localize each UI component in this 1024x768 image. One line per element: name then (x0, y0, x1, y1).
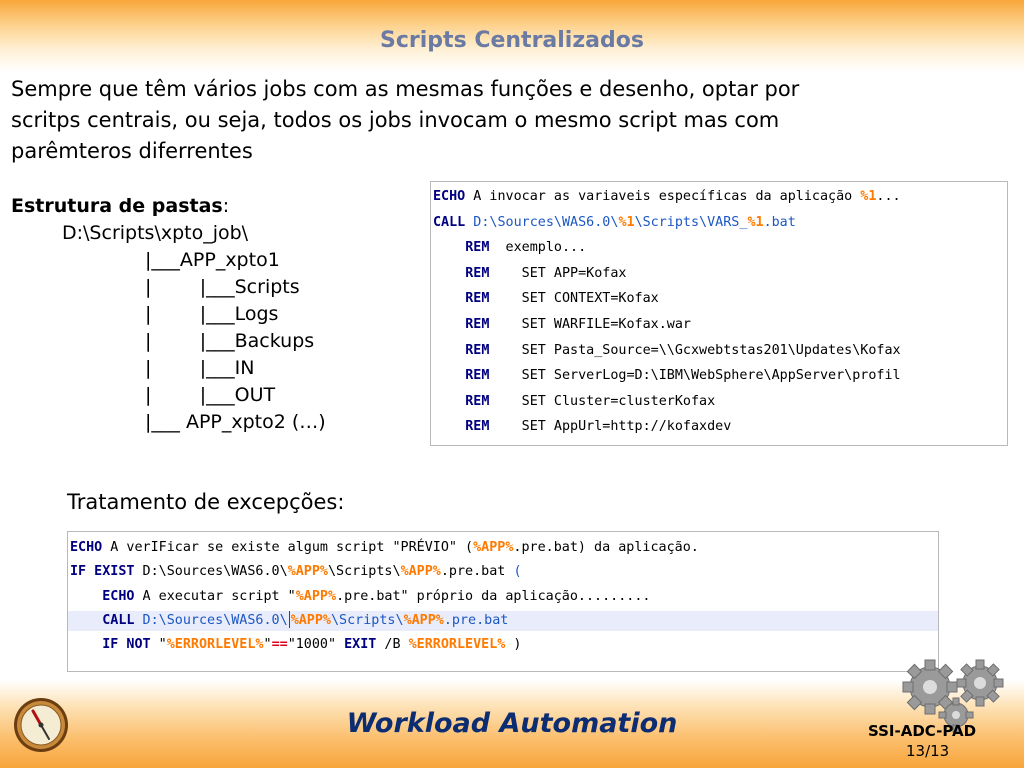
code-token: %1 (860, 189, 877, 204)
code-line: IF EXIST D:\Sources\WAS6.0\%APP%\Scripts… (68, 562, 938, 582)
code-token: ... (876, 189, 901, 204)
tree-line-backups: | |___Backups (145, 330, 315, 352)
code-token: REM (433, 265, 490, 281)
code-snippet-exceptions: ECHO A verIFicar se existe algum script … (67, 531, 939, 672)
code-token: %ERRORLEVEL% (166, 637, 264, 653)
code-token: SET Pasta_Source=\\Gcxwebtstas201\Update… (489, 342, 901, 358)
code-token: REM (433, 317, 490, 332)
code-line: ECHO A verIFicar se existe algum script … (68, 538, 938, 558)
tree-line-out: | |___OUT (145, 384, 276, 406)
code-token: REM (433, 368, 490, 384)
code-token: \Scripts\ (328, 564, 401, 580)
code-token: "1000" (287, 637, 345, 653)
code-token: ) (505, 637, 522, 653)
code-line: ECHO A executar script "%APP%.pre.bat" p… (68, 587, 938, 607)
code-token: ECHO (70, 540, 103, 555)
code-token: SET APP=Kofax (489, 265, 627, 281)
folder-structure-heading: Estrutura de pastas: (11, 195, 229, 217)
code-token: .pre.bat" próprio da aplicação......... (336, 588, 651, 604)
code-token: %APP% (290, 612, 331, 628)
code-token: D:\Sources\WAS6.0\ (134, 612, 288, 628)
code-token: \Scripts\VARS_ (634, 214, 748, 230)
code-token: REM (433, 291, 490, 307)
code-line: REM SET WARFILE=Kofax.war (431, 315, 1007, 335)
tree-line-in: | |___IN (145, 357, 255, 379)
code-line: IF NOT "%ERRORLEVEL%"=="1000" EXIT /B %E… (68, 635, 938, 655)
code-token: " (150, 637, 167, 653)
code-token: D:\Sources\WAS6.0\ (465, 214, 619, 230)
folder-structure-heading-bold: Estrutura de pastas (11, 195, 223, 217)
code-token: %APP% (400, 564, 441, 580)
code-token: .pre.bat (440, 564, 514, 580)
code-token: %APP% (403, 612, 444, 628)
text-cursor (288, 611, 290, 629)
code-token: A invocar as variaveis específicas da ap… (465, 189, 861, 204)
code-token: .pre.bat) da aplicação. (513, 540, 699, 555)
folder-structure-heading-colon: : (222, 195, 230, 217)
code-token: REM (433, 240, 490, 256)
intro-paragraph: Sempre que têm vários jobs com as mesmas… (11, 74, 1011, 167)
code-token: SET AppUrl=http://kofaxdev (489, 419, 732, 435)
code-token: CALL (433, 214, 466, 230)
code-line: REM SET AppUrl=http://kofaxdev (431, 417, 1007, 437)
code-token: .pre.bat (443, 612, 509, 628)
code-token: %APP% (295, 588, 337, 604)
tree-line-logs: | |___Logs (145, 303, 279, 325)
code-token: IF EXIST (70, 564, 135, 580)
tree-line-app2: |___ APP_xpto2 (…) (145, 411, 326, 433)
page-number: 13/13 (906, 742, 950, 760)
code-token: .bat (763, 214, 796, 230)
code-token: ( (513, 564, 522, 580)
footer-title: Workload Automation (346, 708, 678, 739)
tree-line-root: D:\Scripts\xpto_job\ (62, 222, 249, 244)
tree-line-scripts: | |___Scripts (145, 276, 300, 298)
code-token: == (271, 637, 288, 653)
gears-icon (902, 659, 1004, 733)
code-token: /B (376, 637, 409, 653)
code-token: D:\Sources\WAS6.0\ (134, 564, 288, 580)
code-token: ECHO (433, 189, 466, 204)
code-token: %APP% (473, 540, 514, 555)
code-line: CALL D:\Sources\WAS6.0\%APP%\Scripts\%AP… (68, 610, 938, 631)
slide-title: Scripts Centralizados (380, 28, 644, 53)
footer-organization: SSI-ADC-PAD (868, 722, 977, 740)
code-token: A executar script " (134, 588, 296, 604)
clock-compass-logo-icon (14, 698, 68, 752)
code-token: CALL (70, 612, 135, 628)
code-line: REM exemplo... (431, 238, 1007, 258)
code-token: %1 (747, 214, 764, 230)
code-token: REM (433, 393, 490, 409)
code-snippet-vars: ECHO A invocar as variaveis específicas … (430, 181, 1008, 446)
code-token: SET WARFILE=Kofax.war (489, 317, 691, 332)
code-token: exemplo... (489, 240, 587, 256)
tree-line-app1: |___APP_xpto1 (145, 249, 280, 271)
intro-line: Sempre que têm vários jobs com as mesmas… (11, 77, 800, 101)
code-line: REM SET Pasta_Source=\\Gcxwebtstas201\Up… (431, 341, 1007, 361)
code-line: REM SET CONTEXT=Kofax (431, 289, 1007, 309)
code-token: %ERRORLEVEL% (408, 637, 506, 653)
footer-band (0, 680, 1024, 768)
code-line: REM SET Cluster=clusterKofax (431, 392, 1007, 412)
code-token: ECHO (70, 588, 135, 604)
code-token: REM (433, 419, 490, 435)
code-token: " (263, 637, 272, 653)
code-token: SET ServerLog=D:\IBM\WebSphere\AppServer… (489, 368, 901, 384)
intro-line: scritps centrais, ou seja, todos os jobs… (11, 108, 780, 132)
code-token: SET Cluster=clusterKofax (489, 393, 716, 409)
code-token: %APP% (287, 564, 328, 580)
code-token: REM (433, 342, 490, 358)
code-token: IF NOT (70, 637, 151, 653)
code-line: REM SET APP=Kofax (431, 264, 1007, 284)
code-line: CALL D:\Sources\WAS6.0\%1\Scripts\VARS_%… (431, 213, 1007, 233)
code-token: EXIT (344, 637, 377, 653)
header-band (0, 0, 1024, 72)
code-token: %1 (618, 214, 635, 230)
intro-line: parêmteros diferrentes (11, 139, 253, 163)
code-line: REM SET ServerLog=D:\IBM\WebSphere\AppSe… (431, 366, 1007, 386)
code-token: \Scripts\ (331, 612, 404, 628)
exceptions-heading: Tratamento de excepções: (67, 490, 345, 514)
code-token: A verIFicar se existe algum script "PRÉV… (102, 540, 474, 555)
code-line: ECHO A invocar as variaveis específicas … (431, 187, 1007, 207)
code-token: SET CONTEXT=Kofax (489, 291, 659, 307)
